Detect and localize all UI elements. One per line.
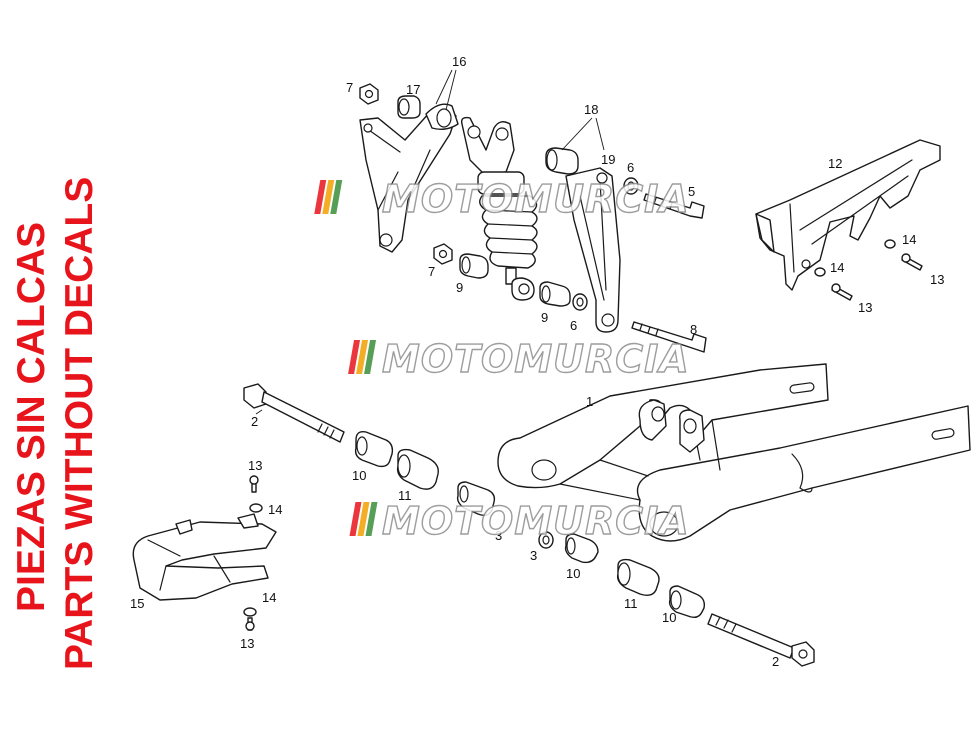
- bushing-10-left: [354, 430, 394, 468]
- callout-6-lower: 6: [570, 318, 577, 333]
- bushing-3: [456, 481, 496, 517]
- swingarm-1: [497, 363, 971, 542]
- callout-2-lower: 2: [772, 654, 779, 669]
- callout-3-b: 3: [530, 548, 537, 563]
- callout-7-top: 7: [346, 80, 353, 95]
- callout-11-left: 11: [398, 488, 412, 503]
- callout-16: 16: [452, 54, 466, 69]
- linkage-rocker: [565, 167, 621, 333]
- callout-13-d: 13: [240, 636, 254, 651]
- leader-lines: [255, 69, 605, 415]
- callout-11-right: 11: [624, 596, 638, 611]
- callout-13-c: 13: [248, 458, 262, 473]
- callout-10-left: 10: [352, 468, 366, 483]
- callout-7-lower: 7: [428, 264, 435, 279]
- screws-13-15: [243, 475, 263, 631]
- callout-9-upper: 9: [456, 280, 463, 295]
- callout-17: 17: [406, 82, 420, 97]
- chain-slider-15: [132, 513, 277, 601]
- notice-line-1: PIEZAS SIN CALCAS: [10, 222, 53, 612]
- callout-9-lower: 9: [541, 310, 548, 325]
- nut-7-lower: [433, 243, 453, 265]
- callout-10-mid: 10: [566, 566, 580, 581]
- callout-5: 5: [688, 184, 695, 199]
- watermark-text-top: MOTOMURCIA: [382, 177, 690, 221]
- watermark-middle: MOTOMURCIA: [348, 336, 690, 382]
- spacer-9-lower: [539, 281, 571, 307]
- shock-linkage-arm: [359, 103, 459, 253]
- callout-6-upper: 6: [627, 160, 634, 175]
- bushing-10-right: [668, 585, 706, 619]
- callout-13-a: 13: [930, 272, 944, 287]
- callout-14-d: 14: [262, 590, 276, 605]
- callout-10-right: 10: [662, 610, 676, 625]
- watermark-bottom: MOTOMURCIA: [349, 498, 690, 544]
- bushing-11-right: [616, 558, 660, 597]
- callout-1: 1: [586, 394, 593, 409]
- callout-3-a: 3: [495, 528, 502, 543]
- callout-14-c: 14: [268, 502, 282, 517]
- callout-14-a: 14: [902, 232, 916, 247]
- screws-13-12: [814, 239, 923, 301]
- watermark-text-middle: MOTOMURCIA: [382, 337, 690, 381]
- callout-13-b: 13: [858, 300, 872, 315]
- callout-15: 15: [130, 596, 144, 611]
- shock-absorber: [460, 116, 538, 301]
- watermark-top: MOTOMURCIA: [314, 176, 690, 222]
- washer-6-upper: [623, 177, 639, 195]
- bolt-5: [643, 193, 705, 219]
- bushing-10-mid: [564, 533, 599, 564]
- callouts: 16 7 17 18 19 6 5 12 14 14 13 13 7 9 9 6…: [130, 54, 944, 669]
- chain-guard-12: [755, 139, 941, 291]
- bushing-17: [397, 95, 421, 119]
- callout-2-upper: 2: [251, 414, 258, 429]
- bushing-18: [545, 147, 579, 175]
- bolt-2-lower: [707, 613, 815, 667]
- washer-3: [538, 531, 554, 549]
- bolt-8: [631, 321, 707, 353]
- no-decals-notice: PIEZAS SIN CALCAS PARTS WITHOUT DECALS: [10, 177, 101, 670]
- callout-14-b: 14: [830, 260, 844, 275]
- callout-18: 18: [584, 102, 598, 117]
- nut-7-top: [359, 83, 379, 105]
- callout-12: 12: [828, 156, 842, 171]
- callout-8: 8: [690, 322, 697, 337]
- bolt-2-upper: [243, 383, 345, 443]
- notice-line-2: PARTS WITHOUT DECALS: [58, 177, 101, 670]
- washer-6-lower: [572, 293, 588, 311]
- bushing-11-left: [396, 448, 439, 490]
- spacer-9-upper: [459, 253, 489, 279]
- callout-19: 19: [601, 152, 615, 167]
- watermark-text-bottom: MOTOMURCIA: [382, 499, 690, 543]
